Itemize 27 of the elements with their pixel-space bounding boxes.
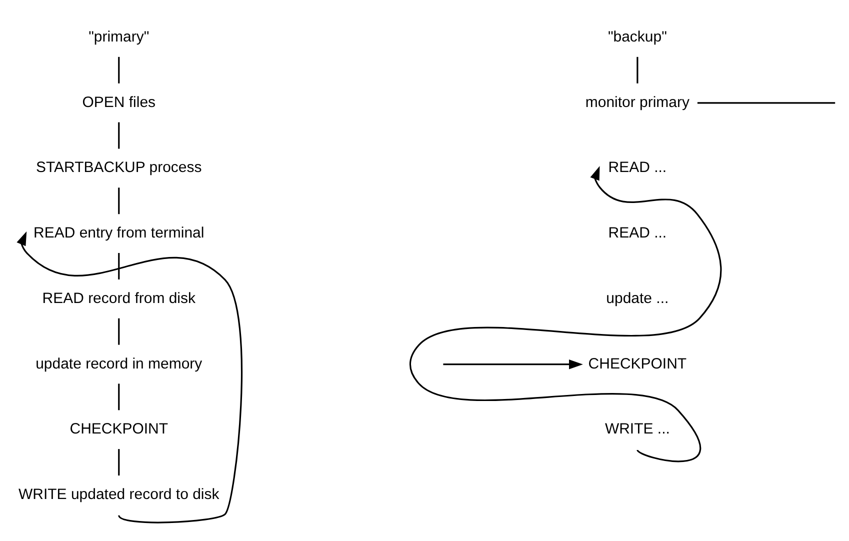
- node-text: WRITE ...: [604, 420, 670, 438]
- connector: [118, 318, 120, 345]
- node-text: READ record from disk: [42, 290, 196, 307]
- node-text: OPEN files: [82, 94, 156, 111]
- connector: [697, 102, 836, 104]
- node-text: CHECKPOINT: [70, 420, 168, 438]
- connector: [636, 56, 638, 84]
- node-text: WRITE updated record to disk: [18, 486, 220, 504]
- arrow: [410, 166, 722, 462]
- node-text: "primary": [88, 28, 150, 46]
- arrow: [16, 231, 242, 524]
- node-text: READ entry from terminal: [34, 224, 204, 242]
- connector: [118, 449, 120, 476]
- node-text: STARTBACKUP process: [36, 159, 202, 176]
- connector: [118, 188, 120, 214]
- node-text: "backup": [608, 28, 667, 46]
- node-text: READ ...: [608, 159, 667, 176]
- node-text: READ ...: [608, 224, 667, 242]
- node-text: CHECKPOINT: [588, 355, 687, 372]
- node-text: update record in memory: [36, 355, 202, 372]
- connector: [118, 56, 120, 84]
- connector: [118, 252, 120, 280]
- node-text: update ...: [606, 290, 669, 307]
- connector: [118, 122, 120, 149]
- connector: [118, 384, 120, 410]
- node-text: monitor primary: [585, 94, 690, 111]
- arrow: [443, 359, 583, 370]
